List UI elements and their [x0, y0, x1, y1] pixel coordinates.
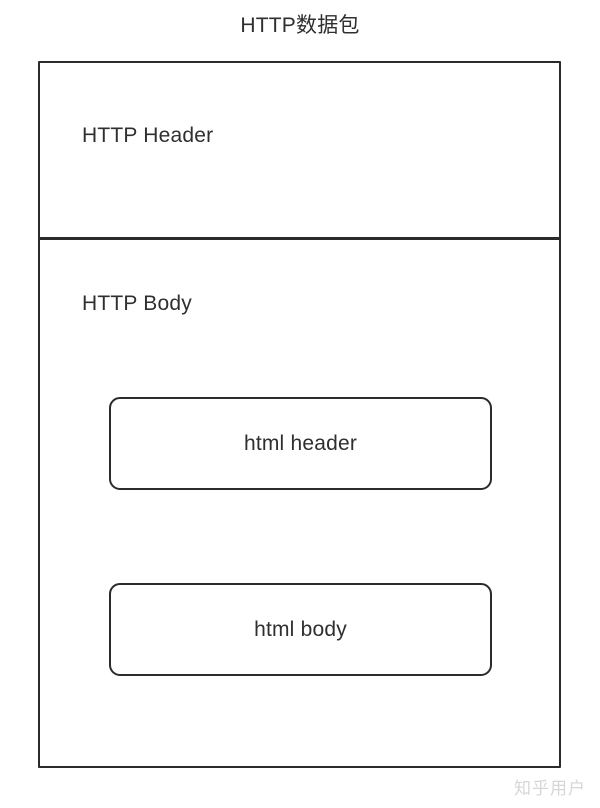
block-label-html-body: html body [254, 618, 347, 641]
header-body-divider [38, 237, 561, 240]
page-title: HTTP数据包 [240, 14, 360, 37]
watermark-label: 知乎用户 [514, 779, 586, 798]
block-html-header: html header [109, 397, 492, 490]
section-label-http-body: HTTP Body [82, 292, 192, 315]
section-label-http-header: HTTP Header [82, 124, 214, 147]
block-label-html-header: html header [243, 432, 358, 455]
block-html-body: html body [109, 583, 492, 676]
